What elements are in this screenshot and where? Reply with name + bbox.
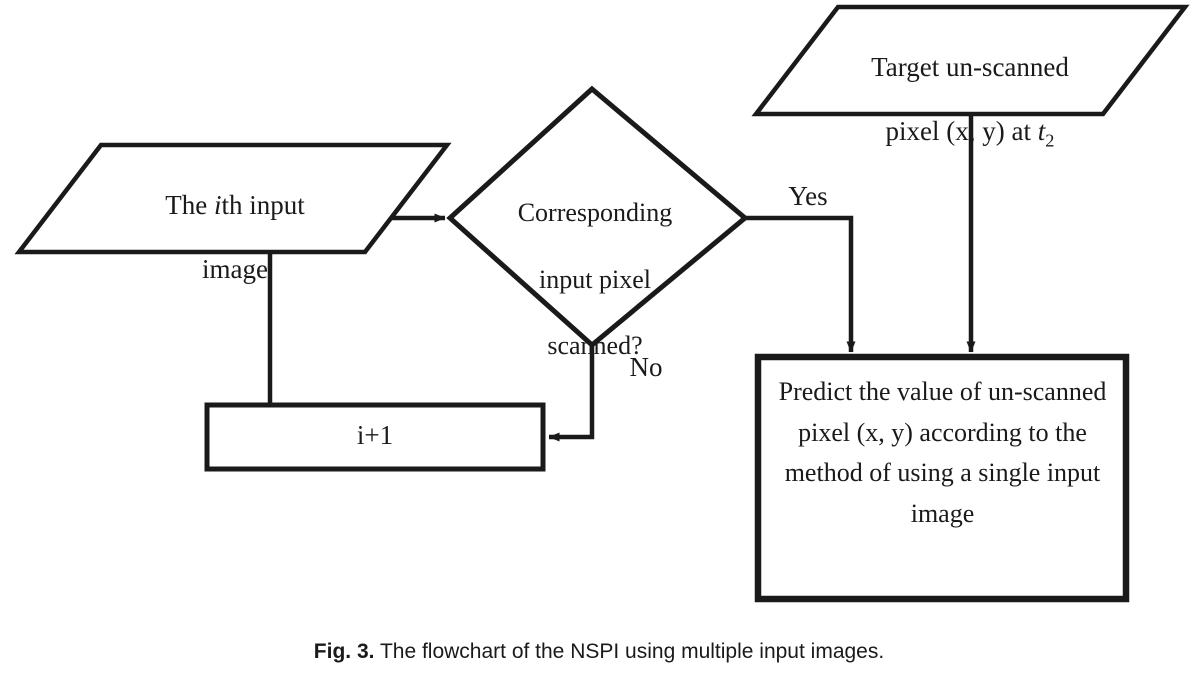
node-increment-shape [204,402,546,472]
figure-caption-text: The flowchart of the NSPI using multiple… [374,640,885,663]
figure-caption: Fig. 3. The flowchart of the NSPI using … [0,640,1198,664]
node-decision-scanned-shape [446,85,749,349]
node-ith-input-image-shape [14,142,452,255]
edge-decision-no-to-increment [548,345,595,442]
node-target-pixel-shape [751,4,1190,117]
edge-decision-yes-to-predict [745,215,856,353]
node-predict-shape [754,353,1130,603]
figure-caption-label: Fig. 3. [313,640,375,663]
